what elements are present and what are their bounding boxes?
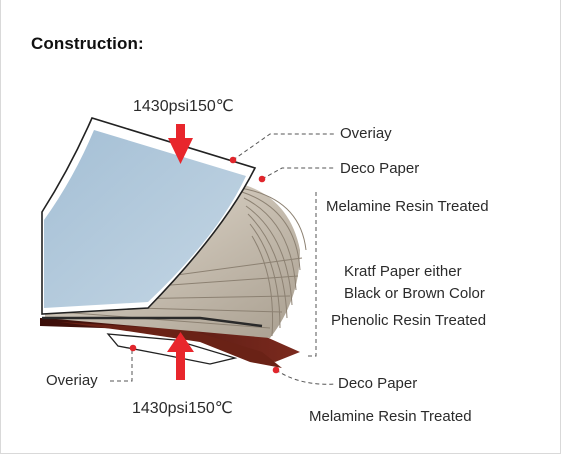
core-seam-line [42, 316, 263, 328]
label-deco-paper-bottom: Deco Paper [338, 375, 418, 392]
leader-deco-top [261, 167, 335, 180]
label-kraft-line1: Kratf Paper either [344, 263, 462, 280]
label-melamine-bottom: Melamine Resin Treated [309, 408, 472, 425]
leader-kraft-bracket [306, 192, 317, 357]
leader-overlay-bottom [110, 349, 133, 382]
bottom-pressure-label: 1430psi150℃ [132, 400, 233, 417]
label-deco-paper-top: Deco Paper [340, 160, 420, 177]
marker-deco-top [258, 175, 266, 183]
deco-paper-sheet [44, 130, 246, 308]
label-overlay-top: Overiay [340, 125, 392, 142]
leader-overlay-top [232, 133, 335, 161]
top-pressure-label: 1430psi150℃ [133, 98, 234, 115]
label-kraft-line2: Black or Brown Color [344, 285, 485, 302]
label-overlay-bottom: Overiay [46, 372, 98, 389]
label-melamine-top: Melamine Resin Treated [326, 198, 489, 215]
label-phenolic: Phenolic Resin Treated [331, 312, 487, 329]
marker-overlay-top [229, 156, 237, 164]
marker-deco-bottom [272, 366, 280, 374]
top-pressure-arrow [168, 124, 193, 164]
leader-deco-bottom [275, 369, 336, 385]
bottom-dark-layer-2 [60, 322, 282, 368]
marker-overlay-bottom [129, 344, 137, 352]
bottom-pressure-arrow [167, 332, 194, 380]
section-title: Construction: [31, 34, 144, 53]
